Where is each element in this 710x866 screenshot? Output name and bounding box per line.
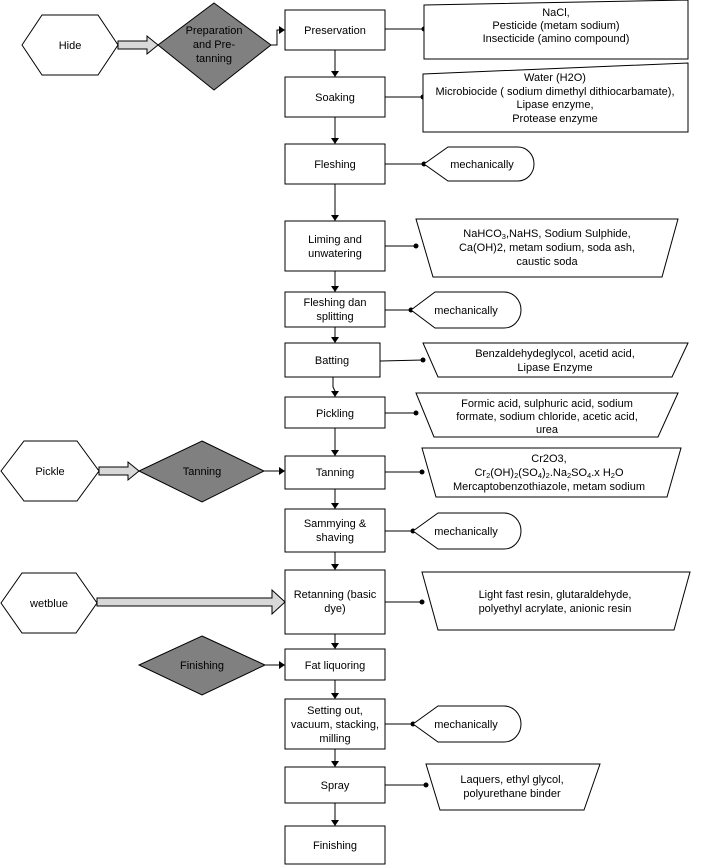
- step-finishing: Finishing: [284, 825, 386, 865]
- chemicals-batting: Benzaldehydeglycol, acetid acid, Lipase …: [422, 342, 689, 378]
- svg-text:mechanically: mechanically: [434, 719, 498, 731]
- svg-text:Lipase Enzyme: Lipase Enzyme: [517, 362, 592, 374]
- svg-text:Fat liquoring: Fat liquoring: [305, 660, 366, 672]
- svg-text:polyurethane binder: polyurethane binder: [463, 788, 561, 800]
- step-batting: Batting: [284, 342, 381, 378]
- svg-text:mechanically: mechanically: [434, 526, 498, 538]
- step-liming: Liming and unwatering: [284, 220, 386, 272]
- decision-finishing-label: Finishing: [180, 660, 224, 672]
- input-hide: Hide: [21, 14, 119, 76]
- chemicals-retanning: Light fast resin, glutaraldehyde, polyet…: [421, 571, 691, 631]
- step-fleshing: Fleshing: [284, 143, 386, 185]
- step-retanning: Retanning (basic dye): [284, 569, 386, 635]
- decision-tanning-label: Tanning: [183, 466, 222, 478]
- input-wetblue-label: wetblue: [29, 598, 68, 610]
- hide-arrow: [117, 34, 159, 56]
- mechanical-fleshing: mechanically: [423, 146, 535, 182]
- svg-text:splitting: splitting: [316, 311, 353, 323]
- mechanical-setting-out: mechanically: [412, 705, 522, 743]
- svg-text:mechanically: mechanically: [450, 159, 514, 171]
- pickle-arrow: [98, 460, 140, 482]
- svg-text:Fleshing dan: Fleshing dan: [304, 297, 367, 309]
- step-setting-out: Setting out, vacuum, stacking, milling: [284, 698, 386, 750]
- svg-text:Soaking: Soaking: [315, 92, 355, 104]
- svg-text:Sammying &: Sammying &: [304, 518, 367, 530]
- svg-text:NaCl,: NaCl,: [542, 7, 570, 19]
- svg-text:urea: urea: [536, 424, 559, 436]
- input-wetblue: wetblue: [0, 572, 98, 634]
- svg-text:Liming and: Liming and: [308, 234, 362, 246]
- svg-text:Microbiocide ( sodium dimethyl: Microbiocide ( sodium dimethyl dithiocar…: [435, 86, 674, 98]
- svg-text:mechanically: mechanically: [434, 305, 498, 317]
- svg-text:Lipase enzyme,: Lipase enzyme,: [516, 99, 593, 111]
- chemicals-soaking: Water (H2O) Microbiocide ( sodium dimeth…: [422, 62, 689, 133]
- mechanical-sammying: mechanically: [412, 512, 522, 550]
- step-fat-liquoring: Fat liquoring: [284, 648, 386, 681]
- chemicals-liming: NaHCO3,NaHS, Sodium Sulphide, Ca(OH)2, m…: [415, 218, 679, 278]
- svg-text:Finishing: Finishing: [313, 840, 357, 852]
- chemicals-tanning: Cr2O3, Cr2(OH)2(SO4)2.Na2SO4.x H2O Merca…: [421, 447, 682, 498]
- svg-text:Fleshing: Fleshing: [314, 159, 356, 171]
- decision-preparation-line-2: and Pre-: [193, 39, 236, 51]
- svg-text:Tanning: Tanning: [316, 467, 355, 479]
- chemicals-preservation: NaCl, Pesticide (metam sodium) Insectici…: [423, 0, 689, 60]
- tanning-connector: [264, 467, 285, 475]
- step-fleshing-splitting: Fleshing dan splitting: [284, 291, 386, 328]
- svg-text:NaHCO3,NaHS, Sodium Sulphide,: NaHCO3,NaHS, Sodium Sulphide,: [463, 228, 630, 241]
- mechanical-fleshing-splitting: mechanically: [410, 291, 522, 329]
- svg-text:Protease enzyme: Protease enzyme: [512, 113, 598, 125]
- input-pickle: Pickle: [0, 440, 100, 502]
- step-pickling: Pickling: [284, 396, 386, 429]
- svg-text:Cr2O3,: Cr2O3,: [531, 453, 566, 465]
- input-hide-label: Hide: [59, 40, 82, 52]
- step-tanning: Tanning: [284, 455, 386, 490]
- svg-text:Insecticide (amino compound): Insecticide (amino compound): [483, 33, 630, 45]
- svg-text:polyethyl acrylate, anionic re: polyethyl acrylate, anionic resin: [479, 603, 632, 615]
- svg-text:formate, sodium chloride, acet: formate, sodium chloride, acetic acid,: [456, 411, 638, 423]
- svg-text:Water (H2O): Water (H2O): [524, 72, 586, 84]
- finishing-connector: [265, 661, 285, 669]
- svg-text:Setting out,: Setting out,: [307, 705, 363, 717]
- svg-text:vacuum, stacking,: vacuum, stacking,: [291, 719, 379, 731]
- svg-text:milling: milling: [319, 733, 350, 745]
- svg-text:unwatering: unwatering: [308, 248, 362, 260]
- decision-tanning: Tanning: [137, 440, 266, 503]
- svg-text:Mercaptobenzothiazole, metam s: Mercaptobenzothiazole, metam sodium: [453, 481, 645, 493]
- main-flow-arrowheads: [331, 71, 339, 826]
- svg-text:shaving: shaving: [316, 532, 354, 544]
- step-soaking: Soaking: [284, 76, 386, 118]
- decision-finishing: Finishing: [137, 635, 267, 696]
- svg-text:Preservation: Preservation: [304, 25, 366, 37]
- svg-text:Laquers, ethyl glycol,: Laquers, ethyl glycol,: [460, 774, 563, 786]
- svg-text:Cr2(OH)2(SO4)2.Na2SO4.x H2O: Cr2(OH)2(SO4)2.Na2SO4.x H2O: [474, 467, 623, 480]
- wetblue-arrow: [96, 588, 286, 616]
- decision-preparation-line-1: Preparation: [186, 25, 243, 37]
- svg-text:Pickling: Pickling: [316, 408, 354, 420]
- chemicals-pickling: Formic acid, sulphuric acid, sodium form…: [415, 392, 679, 438]
- preparation-connector: [271, 26, 285, 46]
- svg-text:Batting: Batting: [315, 355, 349, 367]
- step-sammying: Sammying & shaving: [284, 508, 386, 553]
- input-pickle-label: Pickle: [35, 466, 64, 478]
- svg-text:caustic soda: caustic soda: [516, 256, 578, 268]
- step-preservation: Preservation: [284, 9, 386, 51]
- svg-text:Ca(OH)2, metam sodium, soda as: Ca(OH)2, metam sodium, soda ash,: [459, 242, 635, 254]
- decision-preparation: Preparation and Pre- tanning: [157, 2, 272, 91]
- svg-text:Retanning (basic: Retanning (basic: [294, 589, 377, 601]
- chemicals-spray: Laquers, ethyl glycol, polyurethane bind…: [425, 763, 601, 811]
- step-spray: Spray: [284, 766, 386, 804]
- decision-preparation-line-3: tanning: [196, 53, 232, 65]
- svg-text:Spray: Spray: [321, 780, 350, 792]
- svg-text:dye): dye): [324, 603, 345, 615]
- svg-text:Formic acid, sulphuric acid, s: Formic acid, sulphuric acid, sodium: [461, 398, 633, 410]
- svg-text:Light fast resin, glutaraldehy: Light fast resin, glutaraldehyde,: [479, 589, 632, 601]
- svg-text:Pesticide (metam sodium): Pesticide (metam sodium): [492, 20, 619, 32]
- svg-text:Benzaldehydeglycol, acetid aci: Benzaldehydeglycol, acetid acid,: [475, 348, 635, 360]
